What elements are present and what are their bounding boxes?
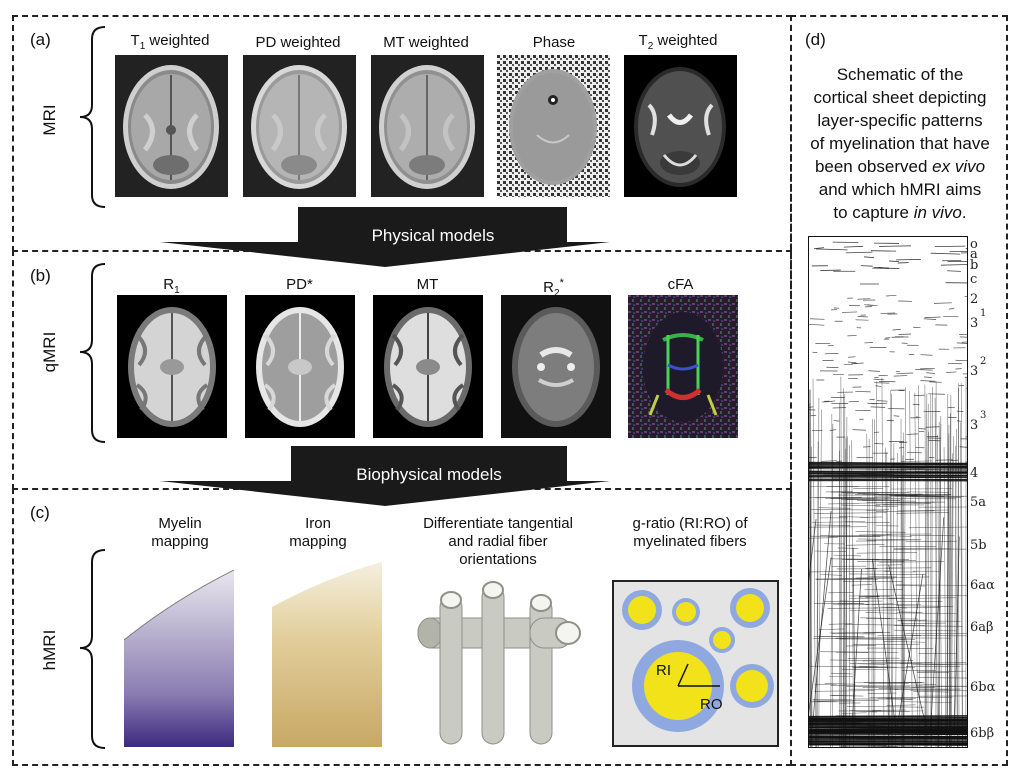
g-ratio-ro-label: RO bbox=[700, 696, 723, 713]
brace-qmri bbox=[79, 263, 106, 443]
qmri-map-pd bbox=[245, 295, 355, 438]
g-ratio-diagram bbox=[612, 580, 779, 747]
title-pd-weighted: PD weighted bbox=[255, 34, 341, 51]
arrow-biophysical-models bbox=[160, 446, 610, 506]
cortex-layer-label: 3 bbox=[980, 410, 987, 421]
caption-line-2: cortical sheet depicting bbox=[813, 88, 987, 107]
cortex-layer-label: 4 bbox=[970, 466, 979, 481]
caption-line-5: been observed ex vivo bbox=[814, 157, 986, 176]
row-label-qmri: qMRI bbox=[40, 331, 59, 373]
caption-line-4: of myelination that have bbox=[810, 134, 990, 153]
cortex-layer-label: 3 bbox=[970, 418, 979, 433]
title-r1: R1 bbox=[163, 276, 180, 296]
panel-a-label: (a) bbox=[30, 30, 51, 49]
brace-mri bbox=[79, 26, 106, 208]
title-t2-weighted: T2 weighted bbox=[638, 32, 718, 52]
arrow-label-biophysical-models: Biophysical models bbox=[356, 465, 502, 484]
cortex-layer-label: 6aα bbox=[970, 578, 995, 593]
cortex-layer-label: a bbox=[970, 247, 978, 262]
brain-image-t2 bbox=[624, 55, 737, 197]
cortex-layer-label: 5b bbox=[970, 538, 987, 553]
panel-d-label: (d) bbox=[805, 30, 826, 49]
title-pd-star: PD* bbox=[286, 276, 313, 293]
brain-image-phase bbox=[497, 55, 610, 197]
brain-image-mt bbox=[371, 55, 484, 197]
cortex-layer-label: 5a bbox=[970, 495, 987, 510]
iron-stain-image bbox=[272, 562, 382, 747]
cortex-layer-label: 3 bbox=[970, 364, 979, 379]
qmri-map-r2-star bbox=[501, 295, 611, 438]
cortex-layer-label: c bbox=[970, 272, 978, 287]
caption-line-6: and which hMRI aims bbox=[818, 180, 982, 199]
g-ratio-ri-label: RI bbox=[656, 662, 671, 679]
caption-line-1: Schematic of the bbox=[836, 65, 964, 84]
panel-b-label: (b) bbox=[30, 266, 51, 285]
cortex-layer-label: 6bα bbox=[970, 680, 996, 695]
arrow-label-physical-models: Physical models bbox=[371, 226, 495, 245]
cortex-layer-label: 6bβ bbox=[970, 726, 995, 741]
fiber-orientation-diagram bbox=[417, 581, 581, 745]
panel-d-frame bbox=[790, 15, 1008, 766]
title-phase: Phase bbox=[532, 34, 576, 51]
title-mt: MT bbox=[416, 276, 439, 293]
cortex-layer-label: 6aβ bbox=[970, 620, 994, 635]
cortex-layer-label: o bbox=[970, 237, 978, 252]
qmri-map-mt bbox=[373, 295, 483, 438]
title-r2-star: R2* bbox=[543, 277, 564, 299]
row-label-mri: MRI bbox=[40, 104, 59, 136]
cortex-layer-label: 2 bbox=[970, 292, 979, 307]
arrow-physical-models bbox=[160, 207, 610, 267]
caption-line-3: layer-specific patterns bbox=[817, 111, 983, 130]
cortex-layer-label: 2 bbox=[980, 356, 987, 367]
cortex-myelination-schematic bbox=[808, 236, 968, 748]
row-label-hmri: hMRI bbox=[40, 629, 59, 671]
myelin-stain-image bbox=[124, 570, 234, 747]
title-t1-weighted: T1 weighted bbox=[130, 32, 210, 52]
brain-image-pd bbox=[243, 55, 356, 197]
brain-image-t1 bbox=[115, 55, 228, 197]
qmri-map-r1 bbox=[117, 295, 227, 438]
title-mt-weighted: MT weighted bbox=[383, 34, 469, 51]
qmri-map-cfa bbox=[628, 295, 738, 438]
cortex-layer-label: 1 bbox=[980, 308, 987, 319]
cortex-layer-label: 3 bbox=[970, 316, 979, 331]
panel-d-caption: Schematic of the cortical sheet depictin… bbox=[800, 63, 1000, 224]
brace-hmri bbox=[79, 549, 106, 749]
panel-c-label: (c) bbox=[30, 503, 50, 522]
title-cfa: cFA bbox=[667, 276, 694, 293]
caption-line-7: to capture in vivo. bbox=[833, 203, 967, 222]
cortex-layer-label: b bbox=[970, 258, 979, 273]
